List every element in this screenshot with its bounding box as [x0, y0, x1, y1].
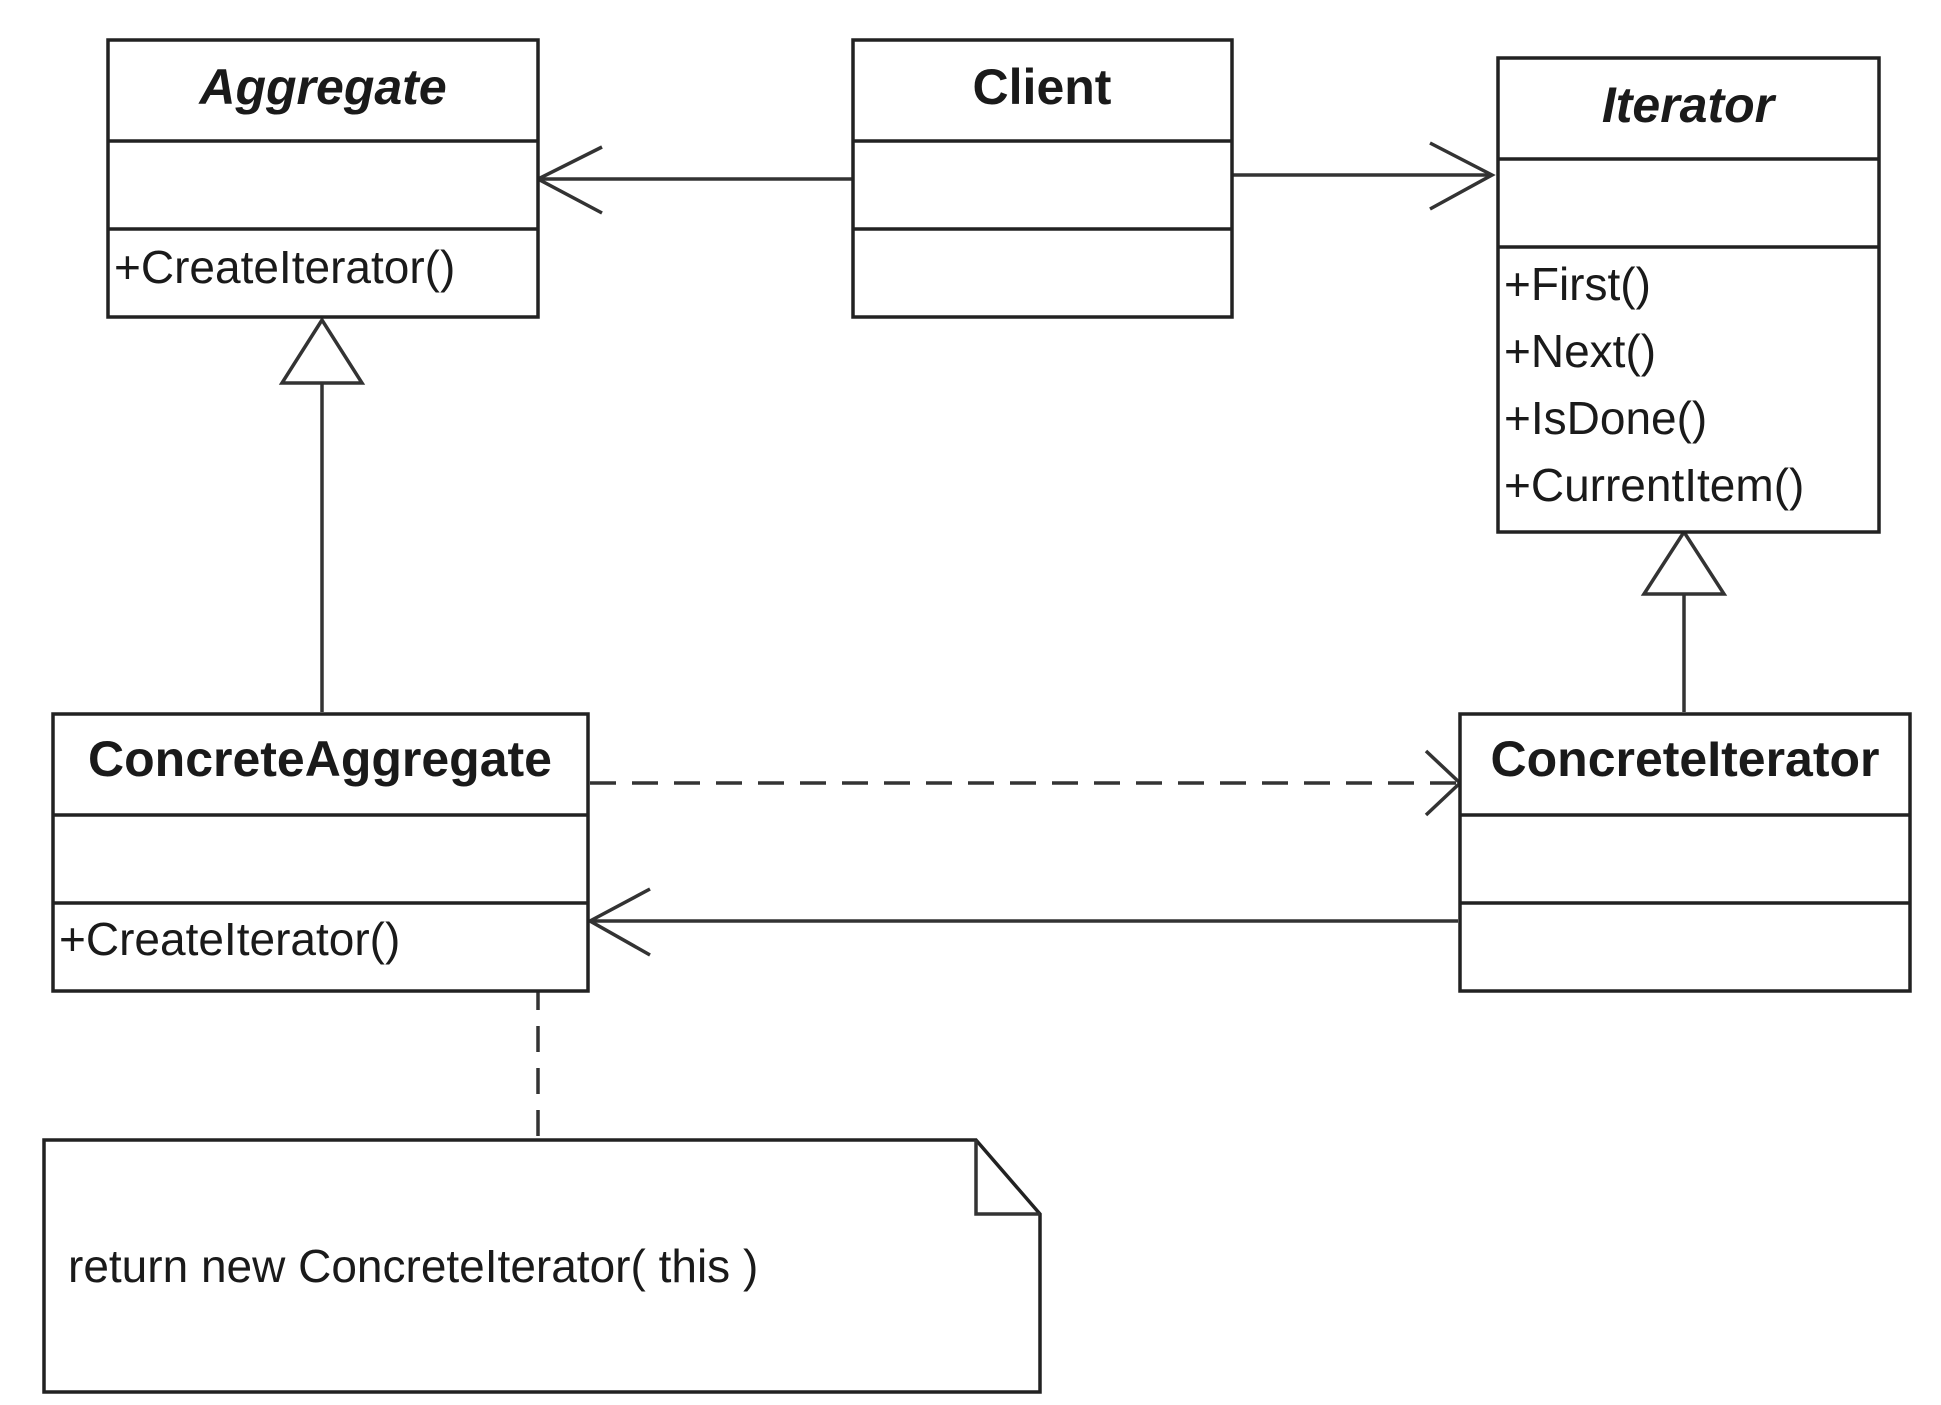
class-concreteaggregate-operation: +CreateIterator() — [59, 913, 400, 965]
note-text: return new ConcreteIterator( this ) — [68, 1240, 758, 1292]
class-iterator: Iterator +First() +Next() +IsDone() +Cur… — [1496, 56, 1881, 534]
class-concreteaggregate-name: ConcreteAggregate — [88, 731, 552, 787]
class-iterator-operation-currentitem: +CurrentItem() — [1504, 459, 1804, 511]
class-iterator-name: Iterator — [1602, 77, 1777, 133]
class-concreteaggregate: ConcreteAggregate +CreateIterator() — [51, 712, 590, 993]
class-client-name: Client — [973, 59, 1112, 115]
note: return new ConcreteIterator( this ) — [42, 1138, 1042, 1394]
class-iterator-operation-next: +Next() — [1504, 325, 1656, 377]
class-aggregate: Aggregate +CreateIterator() — [106, 38, 540, 319]
class-aggregate-operation: +CreateIterator() — [114, 241, 455, 293]
note-folded-corner — [974, 1140, 1040, 1216]
class-iterator-operation-first: +First() — [1504, 258, 1651, 310]
class-concreteiterator: ConcreteIterator — [1458, 712, 1912, 993]
class-concreteiterator-name: ConcreteIterator — [1491, 731, 1880, 787]
class-client: Client — [851, 38, 1234, 319]
open-arrowhead-concreteaggregate — [586, 887, 651, 957]
hollow-triangle-iterator — [1640, 528, 1728, 596]
class-concreteaggregate-box — [51, 712, 590, 993]
class-aggregate-box — [106, 38, 540, 319]
note-box — [42, 1138, 1042, 1394]
open-arrowhead-iterator — [1429, 141, 1496, 211]
class-client-box — [851, 38, 1234, 319]
hollow-triangle-aggregate — [278, 316, 366, 385]
class-aggregate-name: Aggregate — [197, 59, 446, 115]
class-iterator-box — [1496, 56, 1881, 534]
class-iterator-operation-isdone: +IsDone() — [1504, 392, 1707, 444]
class-concreteiterator-box — [1458, 712, 1912, 993]
